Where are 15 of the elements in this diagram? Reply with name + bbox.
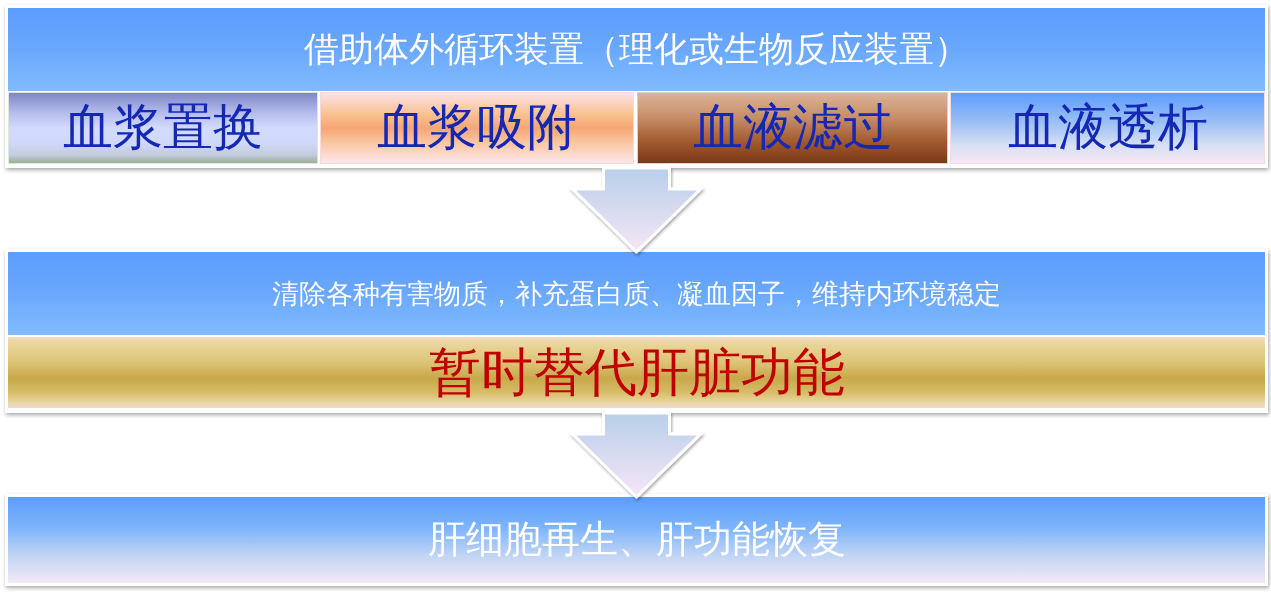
panel-text: 肝细胞再生、肝功能恢复 bbox=[427, 518, 846, 562]
method-label: 血液透析 bbox=[1007, 99, 1208, 157]
panel-card bbox=[5, 5, 1268, 168]
band-label: 暂时替代肝脏功能 bbox=[428, 342, 845, 403]
method-label: 血液滤过 bbox=[692, 99, 893, 157]
method-label: 血浆吸附 bbox=[377, 99, 577, 157]
result-band bbox=[8, 337, 1265, 408]
panel-text: 清除各种有害物质，补充蛋白质、凝血因子，维持内环境稳定 bbox=[272, 277, 1001, 309]
method-box bbox=[637, 92, 948, 164]
method-box bbox=[8, 92, 318, 164]
panel-heading: 借助体外循环装置（理化或生物反应装置） bbox=[304, 29, 969, 70]
method-box bbox=[950, 92, 1265, 164]
method-label: 血浆置换 bbox=[63, 99, 263, 157]
panel-card bbox=[5, 249, 1268, 413]
method-box bbox=[320, 92, 634, 164]
